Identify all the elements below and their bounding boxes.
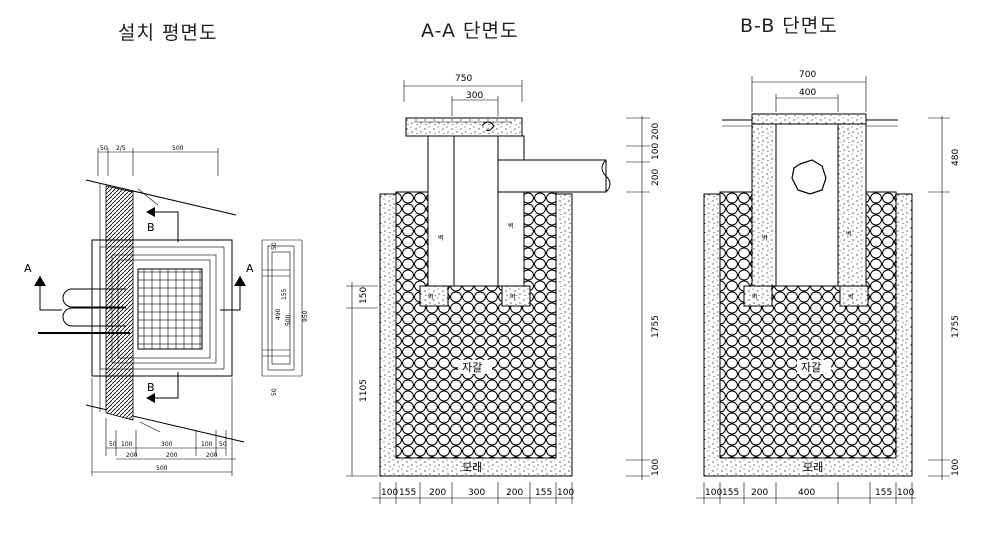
plan-dim-b2-3: 200 [206, 452, 218, 459]
plan-top-dimensions: 50 2/5 500 [97, 145, 219, 176]
aa-dim-right-3: 200 [651, 169, 661, 186]
plan-dim-top-2: 2/5 [116, 145, 126, 152]
plan-marker-b-bottom: B [147, 381, 155, 394]
plan-pipe [38, 288, 130, 334]
bb-gravel-label: 자갈 [801, 360, 821, 374]
aa-wall-right-label: 벽 [508, 222, 514, 230]
plan-dim-r5: 950 [302, 310, 309, 322]
plan-title: 설치 평면도 [118, 22, 217, 44]
bb-dim-bottom-2: 155 [722, 488, 739, 498]
aa-grate-handle [481, 121, 495, 131]
aa-gravel-label-bg [458, 360, 492, 374]
aa-dim-top-total: 750 [455, 74, 472, 84]
bb-dim-bottom-4: 400 [798, 488, 815, 498]
plan-basin-wall [111, 254, 217, 364]
plan-dim-b2-2: 200 [166, 452, 178, 459]
bb-wall-left-label: 벽 [762, 234, 768, 242]
plan-wall-hatch [105, 185, 134, 421]
section-aa-title: A-A 단면도 [421, 20, 519, 42]
aa-top-slab [405, 117, 523, 137]
aa-dim-right-1: 200 [651, 123, 661, 140]
plan-road-edge-top [85, 179, 237, 216]
aa-block-left [419, 285, 449, 307]
plan-dim-b2-1: 200 [126, 452, 138, 459]
bb-sand-label: 모래 [803, 461, 823, 474]
bb-block-right-label: 벽 [848, 293, 854, 301]
bb-dim-right-top: 480 [951, 149, 961, 166]
bb-dim-bottom-6: 100 [897, 488, 914, 498]
plan-dim-r6: 50 [271, 388, 278, 396]
aa-dim-top-inner: 300 [466, 91, 483, 101]
aa-right-dimensions: 200 100 200 1755 100 [626, 116, 661, 480]
plan-view: 50 2/5 500 A [24, 145, 309, 476]
bb-dim-right-bottom: 100 [951, 459, 961, 476]
bb-right-dimensions: 480 1755 100 [928, 116, 961, 480]
aa-dim-bottom-3: 200 [429, 488, 446, 498]
plan-dim-total: 500 [156, 465, 168, 472]
aa-block-left-label: 벽 [428, 293, 434, 301]
aa-basin-body [427, 135, 525, 287]
plan-dim-r2: 155 [281, 288, 288, 300]
aa-gravel-label: 자갈 [462, 360, 482, 374]
plan-dim-b1-5: 50 [219, 441, 227, 448]
bb-top-dimensions: 700 400 [751, 70, 867, 112]
bb-bottom-dimensions: 100 155 200 400 155 100 [696, 482, 916, 504]
plan-right-dimensions: 50 155 490 500 950 50 [261, 239, 309, 396]
aa-dim-bottom-5: 200 [506, 488, 523, 498]
aa-dim-right-total: 1755 [651, 315, 661, 338]
aa-dim-left-lower: 1105 [359, 379, 369, 402]
section-line-aa: A A [24, 262, 254, 311]
bb-dim-right-total: 1755 [951, 315, 961, 338]
plan-bottom-dimensions: 50 100 300 100 50 200 200 200 500 [91, 378, 236, 476]
aa-dim-left-upper: 150 [359, 287, 369, 304]
plan-dim-r4: 500 [285, 314, 292, 326]
aa-dim-bottom-6: 155 [535, 488, 552, 498]
aa-block-right-label: 벽 [510, 293, 516, 301]
plan-marker-b-top: B [147, 221, 155, 234]
bb-dim-bottom-5: 155 [875, 488, 892, 498]
aa-left-dimensions: 150 1105 [346, 282, 378, 477]
plan-marker-a-right: A [246, 262, 254, 275]
bb-dim-bottom-1: 100 [705, 488, 722, 498]
bb-block-left-label: 벽 [752, 293, 758, 301]
aa-dim-bottom-7: 100 [557, 488, 574, 498]
plan-dim-b1-4: 100 [201, 441, 213, 448]
section-bb: 700 400 벽 벽 벽 벽 자갈 모래 [696, 70, 961, 504]
bb-block-left [743, 285, 773, 307]
plan-basin-inner [117, 259, 211, 359]
aa-dim-bottom-1: 100 [381, 488, 398, 498]
aa-dim-right-2: 100 [651, 143, 661, 160]
aa-dim-bottom-4: 300 [468, 488, 485, 498]
plan-dim-b1-2: 100 [121, 441, 133, 448]
plan-marker-a-left: A [24, 262, 32, 275]
section-line-bb: B B [137, 188, 179, 433]
aa-wall-left-label: 벽 [438, 234, 444, 242]
bb-wall-right-label: 벽 [846, 230, 852, 238]
bb-basin-inner [775, 121, 839, 287]
aa-dim-right-bottom: 100 [651, 459, 661, 476]
aa-bottom-dimensions: 100 155 200 300 200 155 100 [372, 482, 574, 504]
plan-dim-top-3: 500 [172, 145, 184, 152]
plan-dim-b1-3: 300 [161, 441, 173, 448]
aa-top-dimensions: 750 300 [403, 74, 523, 116]
aa-dim-bottom-2: 155 [399, 488, 416, 498]
plan-grate [137, 268, 203, 350]
bb-top-slab [751, 113, 867, 125]
bb-dim-bottom-3: 200 [751, 488, 768, 498]
section-aa: 750 300 벽 벽 벽 벽 자갈 모래 [346, 74, 661, 504]
plan-dim-r1: 50 [271, 242, 278, 250]
bb-dim-top-inner: 400 [799, 88, 816, 98]
plan-dim-r3: 490 [275, 308, 282, 320]
bb-dim-top-total: 700 [799, 70, 816, 80]
bb-pipe-opening [791, 159, 827, 195]
aa-outlet-pipe [497, 159, 611, 193]
plan-dim-b1-1: 50 [109, 441, 117, 448]
aa-sand-label: 모래 [462, 461, 482, 474]
bb-block-right [839, 285, 869, 307]
bb-gravel-label-bg [797, 360, 831, 374]
aa-block-right [501, 285, 531, 307]
plan-dim-top-1: 50 [100, 145, 108, 152]
section-bb-title: B-B 단면도 [740, 15, 838, 37]
